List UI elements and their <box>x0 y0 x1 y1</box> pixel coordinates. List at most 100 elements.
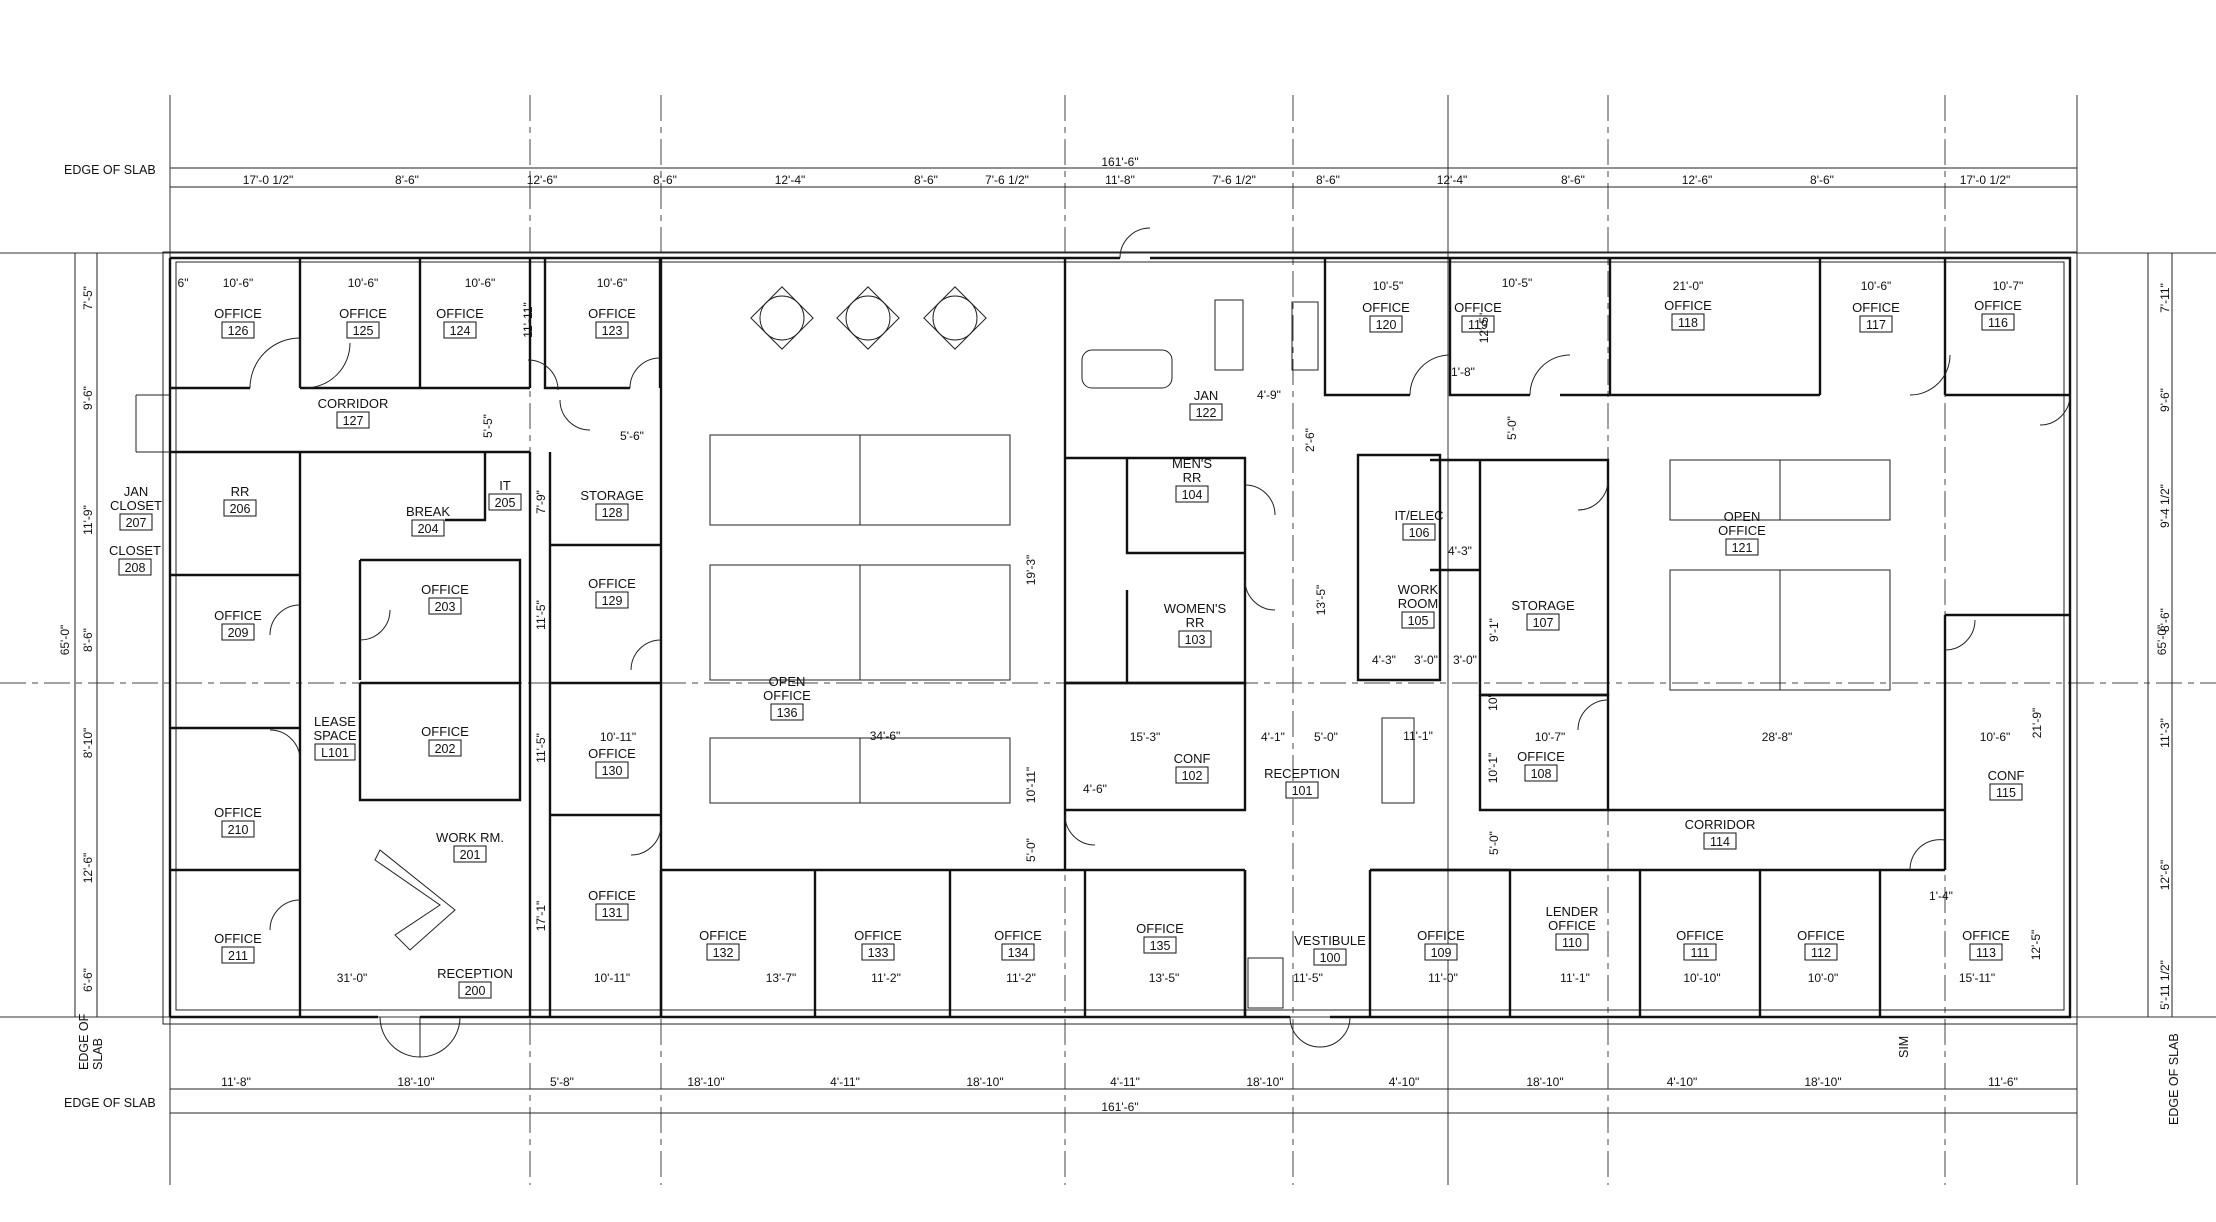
interior-dimension: 10'-10" <box>1683 971 1720 985</box>
interior-dimension: 1'-4" <box>1929 889 1953 903</box>
room-number: 116 <box>1988 316 2008 330</box>
overall-height-left: 65'-0" <box>58 625 72 656</box>
top-dimension: 8'-6" <box>395 173 419 187</box>
room-number: 203 <box>435 600 456 614</box>
interior-dimension: 4'-3" <box>1372 653 1396 667</box>
room-name: VESTIBULE <box>1294 933 1366 948</box>
room-name: OFFICE <box>699 928 747 943</box>
interior-dimension: 5'-5" <box>481 414 495 438</box>
right-dimension: 7'-11" <box>2158 283 2172 313</box>
top-dimension-string <box>170 167 2077 188</box>
room-name: OFFICE <box>1962 928 2010 943</box>
room-number-box <box>1989 783 2023 801</box>
interior-dimension: 11'-2" <box>871 971 901 985</box>
interior-dimension: 10'-5" <box>1373 279 1404 293</box>
room-number-box <box>861 943 895 961</box>
interior-dimension: 10'-11" <box>594 971 630 985</box>
room-number-box <box>428 597 462 615</box>
room-number-box <box>595 321 629 339</box>
interior-dimension: 3'-0" <box>1414 653 1438 667</box>
interior-dimension: 10'-6" <box>1980 730 2011 744</box>
bottom-dimension: 18'-10" <box>397 1075 434 1089</box>
room-number: 206 <box>230 502 251 516</box>
cafe-table <box>836 286 900 350</box>
left-dimension: 7'-5" <box>81 286 95 310</box>
interior-dimension: 11'-1" <box>1403 729 1433 743</box>
top-dimension: 8'-6" <box>914 173 938 187</box>
room-number: 106 <box>1409 526 1430 540</box>
interior-dimension: 10'-11" <box>600 730 636 744</box>
room-name: OFFICE <box>214 805 262 820</box>
room-number-box <box>428 739 462 757</box>
interior-dimension: 21'-0" <box>1673 279 1704 293</box>
room-number: L101 <box>321 746 349 760</box>
room-name: OFFICE <box>994 928 1042 943</box>
interior-dimension: 13'-5" <box>1314 585 1328 616</box>
room-number-box <box>221 820 255 838</box>
bottom-dimension-string <box>170 1088 2077 1114</box>
interior-dimension: 6" <box>178 276 189 290</box>
room-number: 132 <box>713 946 734 960</box>
top-dimension: 8'-6" <box>1810 173 1834 187</box>
room-number: 113 <box>1976 946 1996 960</box>
interior-dimension: 11'-1" <box>1560 971 1590 985</box>
interior-dimension: 11'-2" <box>1006 971 1036 985</box>
room-number-box <box>1555 933 1589 951</box>
interior-dimension: 10'-6" <box>465 276 496 290</box>
room-name: JAN <box>1194 388 1219 403</box>
room-number: 120 <box>1376 318 1397 332</box>
cafe-table <box>750 286 814 350</box>
room-name: OFFICE <box>588 888 636 903</box>
room-number-box <box>1143 936 1177 954</box>
room-name: OFFICE <box>1852 300 1900 315</box>
interior-dimension: 21'-9" <box>2030 708 2044 739</box>
room-number-box <box>1671 313 1705 331</box>
room-number-box <box>336 411 370 429</box>
room-number-box <box>221 623 255 641</box>
room-name: OFFICE <box>436 306 484 321</box>
right-dimension: 11'-3" <box>2158 718 2172 748</box>
room-number: 127 <box>343 414 364 428</box>
room-name: OFFICE <box>1362 300 1410 315</box>
room-name: OFFICE <box>1664 298 1712 313</box>
room-number: 136 <box>777 706 798 720</box>
room-number: 118 <box>1678 316 1698 330</box>
room-name: CLOSET <box>109 543 161 558</box>
room-label: OFFICE 118 <box>1664 298 1712 331</box>
room-number: 111 <box>1690 946 1709 960</box>
room-number-box <box>118 558 152 576</box>
room-number: 105 <box>1408 614 1429 628</box>
room-number-box <box>411 519 445 537</box>
room-name: RECEPTION <box>437 966 513 981</box>
room-number-box <box>221 321 255 339</box>
room-number-box <box>458 981 492 999</box>
room-number-box <box>1402 523 1436 541</box>
room-name: OFFICE <box>1454 300 1502 315</box>
room-number: 129 <box>602 594 623 608</box>
interior-dimension: 34'-6" <box>870 729 901 743</box>
interior-dimension: 31'-0" <box>337 971 368 985</box>
interior-dimension: 13'-7" <box>766 971 797 985</box>
room-number: 204 <box>418 522 439 536</box>
top-dimension: 17'-0 1/2" <box>1960 173 2011 187</box>
room-number: 126 <box>228 324 249 338</box>
left-dimension: 11'-9" <box>81 505 95 535</box>
room-name: OFFICE <box>588 746 636 761</box>
edge-of-slab-left-label: EDGE OFSLAB <box>77 1013 105 1070</box>
room-number-box <box>1524 764 1558 782</box>
right-dimension: 8'-6" <box>2158 608 2172 632</box>
room-name: CORRIDOR <box>318 396 389 411</box>
room-number-box <box>443 321 477 339</box>
top-dimension: 8'-6" <box>653 173 677 187</box>
